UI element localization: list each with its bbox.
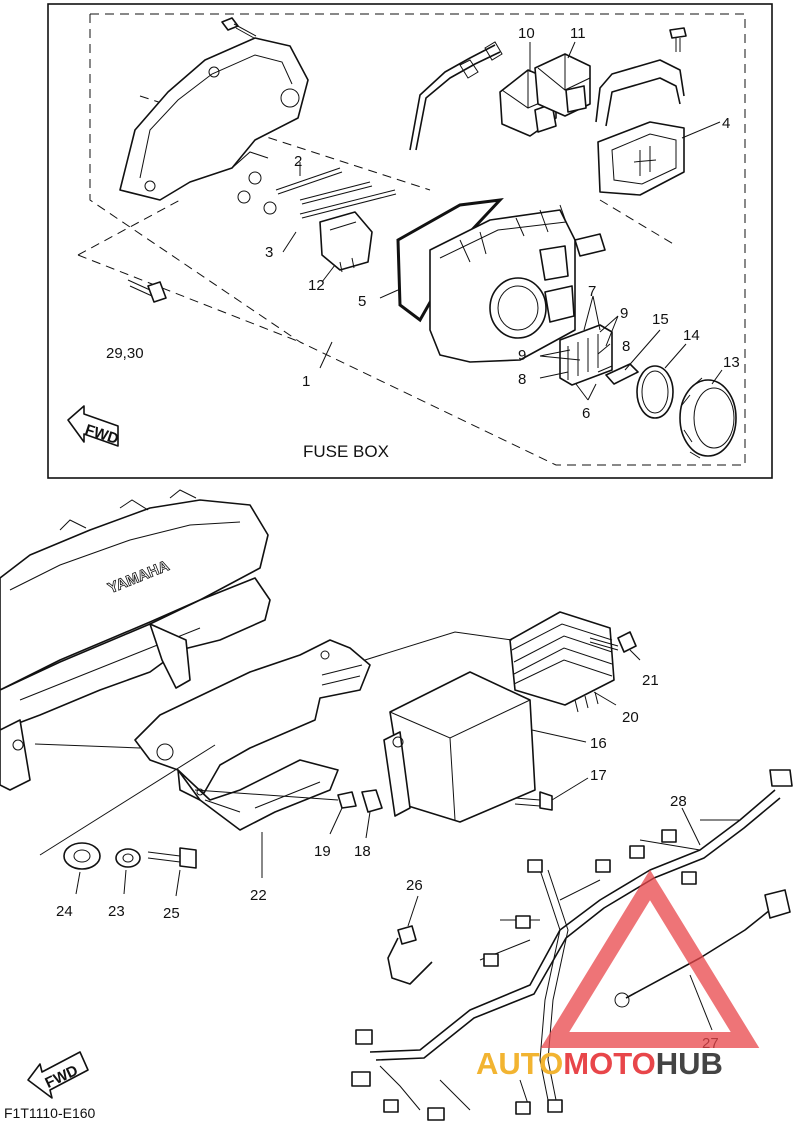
- leader-29-30-dashed: [77, 199, 301, 343]
- part-12-relay: [319, 211, 373, 273]
- callouts-bottom: 21 20 16 17 19 18 22 24 23 25 26 28 27: [56, 672, 719, 1052]
- callout-9b: 9: [518, 347, 526, 364]
- part-13-cap: [679, 377, 737, 459]
- part-28-harness: [351, 769, 793, 1121]
- part-19-collar: [337, 791, 357, 809]
- callout-29-30: 29,30: [106, 345, 144, 362]
- part-1-bracket: [119, 37, 309, 201]
- callout-9a: 9: [620, 305, 628, 322]
- callout-2: 2: [294, 153, 302, 170]
- wire-top-loop: [409, 44, 501, 151]
- part-15-fuse-puller: [605, 363, 639, 385]
- part-4-cover: [595, 59, 685, 196]
- fuse-box-title: FUSE BOX: [303, 442, 389, 461]
- callout-8b: 8: [518, 371, 526, 388]
- callout-23: 23: [108, 903, 125, 920]
- group-dashed-outline: [89, 13, 746, 466]
- part-21-bolt: [589, 631, 637, 653]
- wire-top-connector: [459, 41, 503, 79]
- callout-24: 24: [56, 903, 73, 920]
- callout-15: 15: [652, 311, 669, 328]
- part-16-control-unit: [383, 671, 536, 823]
- callouts-top: 1 2 3 12 5 10 11 4 7 9 15 14 13 9 8 8 6 …: [106, 25, 740, 422]
- part-2-bolt: [237, 167, 397, 219]
- watermark-text: AUTOMOTOHUB: [476, 1046, 723, 1081]
- part-24-grommet: [63, 842, 101, 870]
- part-26-clamp: [387, 925, 433, 985]
- callout-16: 16: [590, 735, 607, 752]
- fuse-box-frame: [47, 3, 773, 479]
- callout-13: 13: [723, 354, 740, 371]
- screw-top: [221, 17, 257, 39]
- engine-cover: [0, 489, 271, 791]
- part-14-o-ring: [636, 365, 674, 419]
- callout-26: 26: [406, 877, 423, 894]
- part-20-regulator: [509, 611, 615, 713]
- fwd-arrow-bottom: [27, 1051, 89, 1099]
- callout-17: 17: [590, 767, 607, 784]
- callout-20: 20: [622, 709, 639, 726]
- callout-22: 22: [250, 887, 267, 904]
- part-17-bolt: [514, 791, 553, 811]
- parts-29-30-screw: [127, 279, 167, 303]
- fwd-arrow-top: [67, 405, 119, 447]
- callout-28: 28: [670, 793, 687, 810]
- watermark-logo: [540, 869, 760, 1048]
- callout-11: 11: [570, 25, 586, 42]
- leader-lines-top: [282, 41, 723, 401]
- fuse-box-body: [429, 204, 606, 363]
- part-11-relay: [534, 53, 591, 117]
- callout-8a: 8: [622, 338, 630, 355]
- callout-5: 5: [358, 293, 366, 310]
- drawing-code: F1T1110-E160: [4, 1105, 96, 1121]
- part-22-bracket: [134, 639, 371, 831]
- callout-4: 4: [722, 115, 730, 132]
- part-18-grommet: [361, 789, 383, 813]
- callout-6a: 6: [582, 405, 590, 422]
- callout-18: 18: [354, 843, 371, 860]
- part-23-collar: [115, 848, 141, 868]
- callout-14: 14: [683, 327, 700, 344]
- part-14-o-ring-inner: [641, 370, 669, 414]
- callout-7: 7: [588, 283, 596, 300]
- leader-lines-bottom: [34, 631, 713, 1031]
- callout-12: 12: [308, 277, 325, 294]
- callout-21: 21: [642, 672, 659, 689]
- screw-top-right: [669, 27, 687, 52]
- callout-1: 1: [302, 373, 310, 390]
- callout-3: 3: [265, 244, 273, 261]
- callout-19: 19: [314, 843, 331, 860]
- parts-6-9-fuses: [559, 324, 613, 386]
- callout-10: 10: [518, 25, 535, 42]
- part-27-cable: [614, 889, 791, 1008]
- part-25-bolt: [147, 847, 197, 869]
- callout-25: 25: [163, 905, 180, 922]
